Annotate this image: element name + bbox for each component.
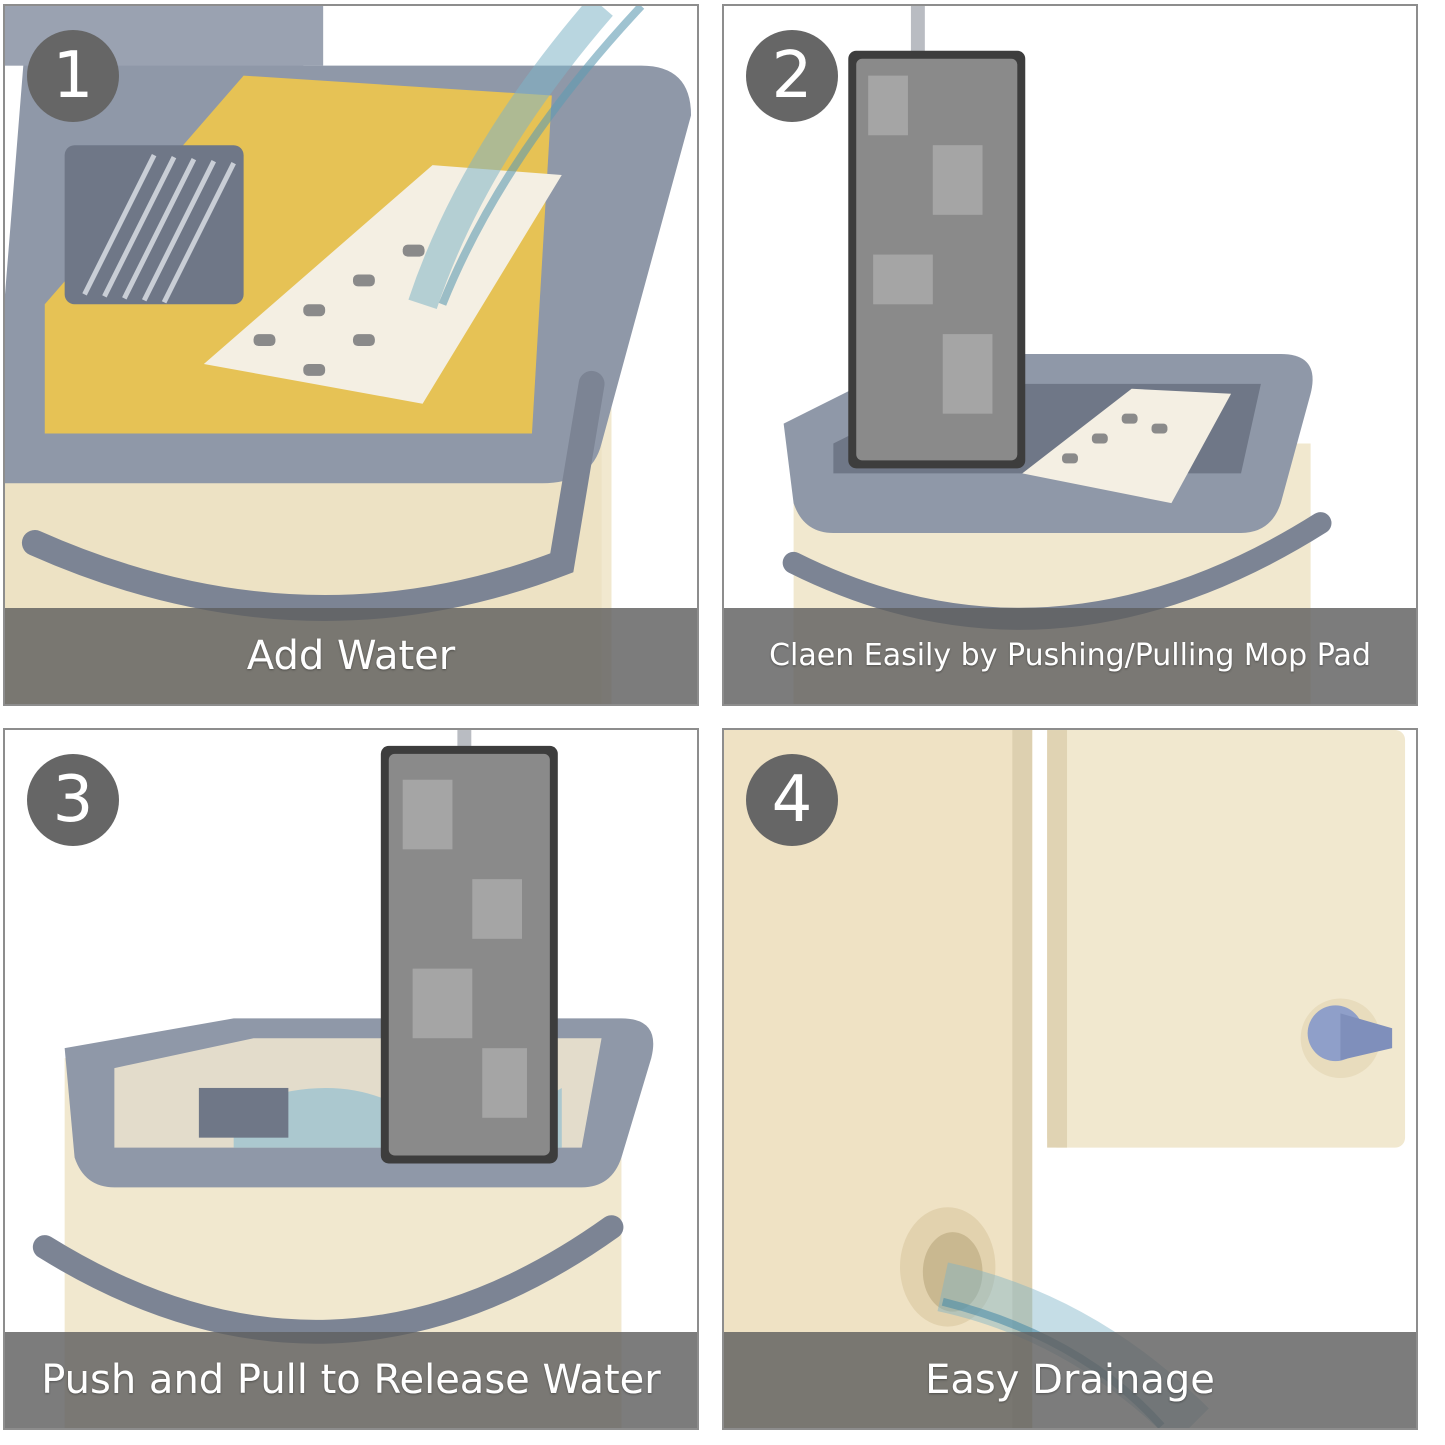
step-panel-4: 4 Easy Drainage (722, 728, 1418, 1430)
step-number-badge: 3 (27, 754, 119, 846)
bucket-drainage-illustration (724, 730, 1406, 1428)
step-number-badge: 4 (746, 754, 838, 846)
step-caption: Push and Pull to Release Water (5, 1332, 697, 1428)
step-panel-2: 2 Claen Easily by Pushing/Pulling Mop Pa… (722, 4, 1418, 706)
step-panel-1: 1 Add Water (3, 4, 699, 706)
step-caption: Easy Drainage (724, 1332, 1416, 1428)
step-caption: Add Water (5, 608, 697, 704)
step-caption: Claen Easily by Pushing/Pulling Mop Pad (724, 608, 1416, 704)
step-number-badge: 1 (27, 30, 119, 122)
step-number-badge: 2 (746, 30, 838, 122)
bucket-mop-pad-illustration (782, 6, 1332, 704)
step-panel-3: 3 Push and Pull to Release Water (3, 728, 699, 1430)
bucket-add-water-illustration (5, 6, 692, 704)
bucket-release-water-illustration (32, 730, 654, 1428)
